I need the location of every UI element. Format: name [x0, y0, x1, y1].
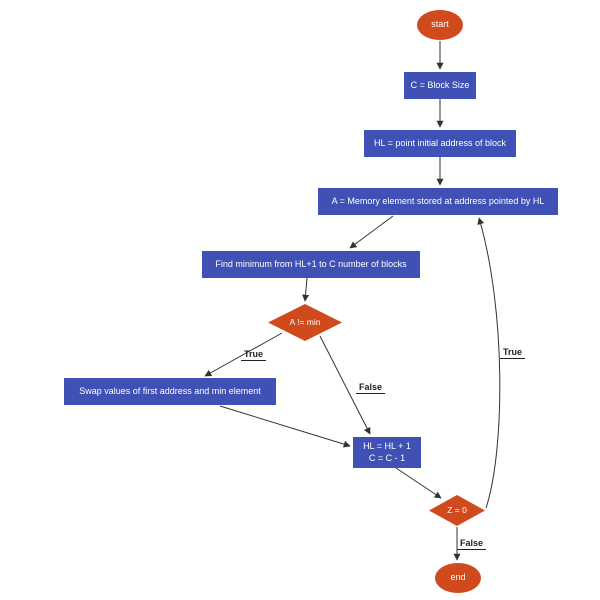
edge-a-neq-min-true-to-swap	[204, 332, 283, 377]
process-increment-line1: HL = HL + 1	[363, 441, 411, 452]
terminal-end: end	[435, 563, 481, 593]
edge-find-min-to-a-neq-min	[302, 277, 310, 302]
process-block-size-label: C = Block Size	[410, 79, 470, 90]
edge-label-z-zero-false: False	[457, 538, 487, 550]
process-hl-init-label: HL = point initial address of block	[374, 137, 506, 148]
edge-a-neq-min-false-to-increment	[319, 335, 371, 435]
decision-a-neq-min-label: A != min	[289, 317, 321, 328]
process-swap-label: Swap values of first address and min ele…	[79, 385, 261, 396]
process-hl-init: HL = point initial address of block	[364, 130, 516, 157]
edge-label-a-neq-min-true: True	[241, 349, 267, 361]
edge-swap-to-increment	[219, 405, 351, 448]
edge-z-zero-true-loop-to-a-memory	[477, 217, 501, 509]
edge-label-a-neq-min-false: False	[356, 382, 386, 394]
terminal-start: start	[417, 10, 463, 40]
process-increment-line2: C = C - 1	[368, 452, 406, 463]
process-a-memory: A = Memory element stored at address poi…	[318, 188, 558, 215]
process-find-min: Find minimum from HL+1 to C number of bl…	[202, 251, 420, 278]
edge-a-memory-to-find-min	[349, 215, 394, 249]
edge-label-z-zero-true: True	[500, 347, 526, 359]
process-block-size: C = Block Size	[404, 72, 476, 99]
process-find-min-label: Find minimum from HL+1 to C number of bl…	[215, 258, 407, 269]
process-a-memory-label: A = Memory element stored at address poi…	[331, 195, 545, 206]
terminal-end-label: end	[450, 572, 466, 583]
process-swap: Swap values of first address and min ele…	[64, 378, 276, 405]
edge-increment-to-z-zero	[395, 467, 442, 499]
terminal-start-label: start	[431, 19, 449, 30]
process-increment: HL = HL + 1 C = C - 1	[353, 437, 421, 468]
decision-z-zero-label: Z = 0	[447, 505, 467, 516]
